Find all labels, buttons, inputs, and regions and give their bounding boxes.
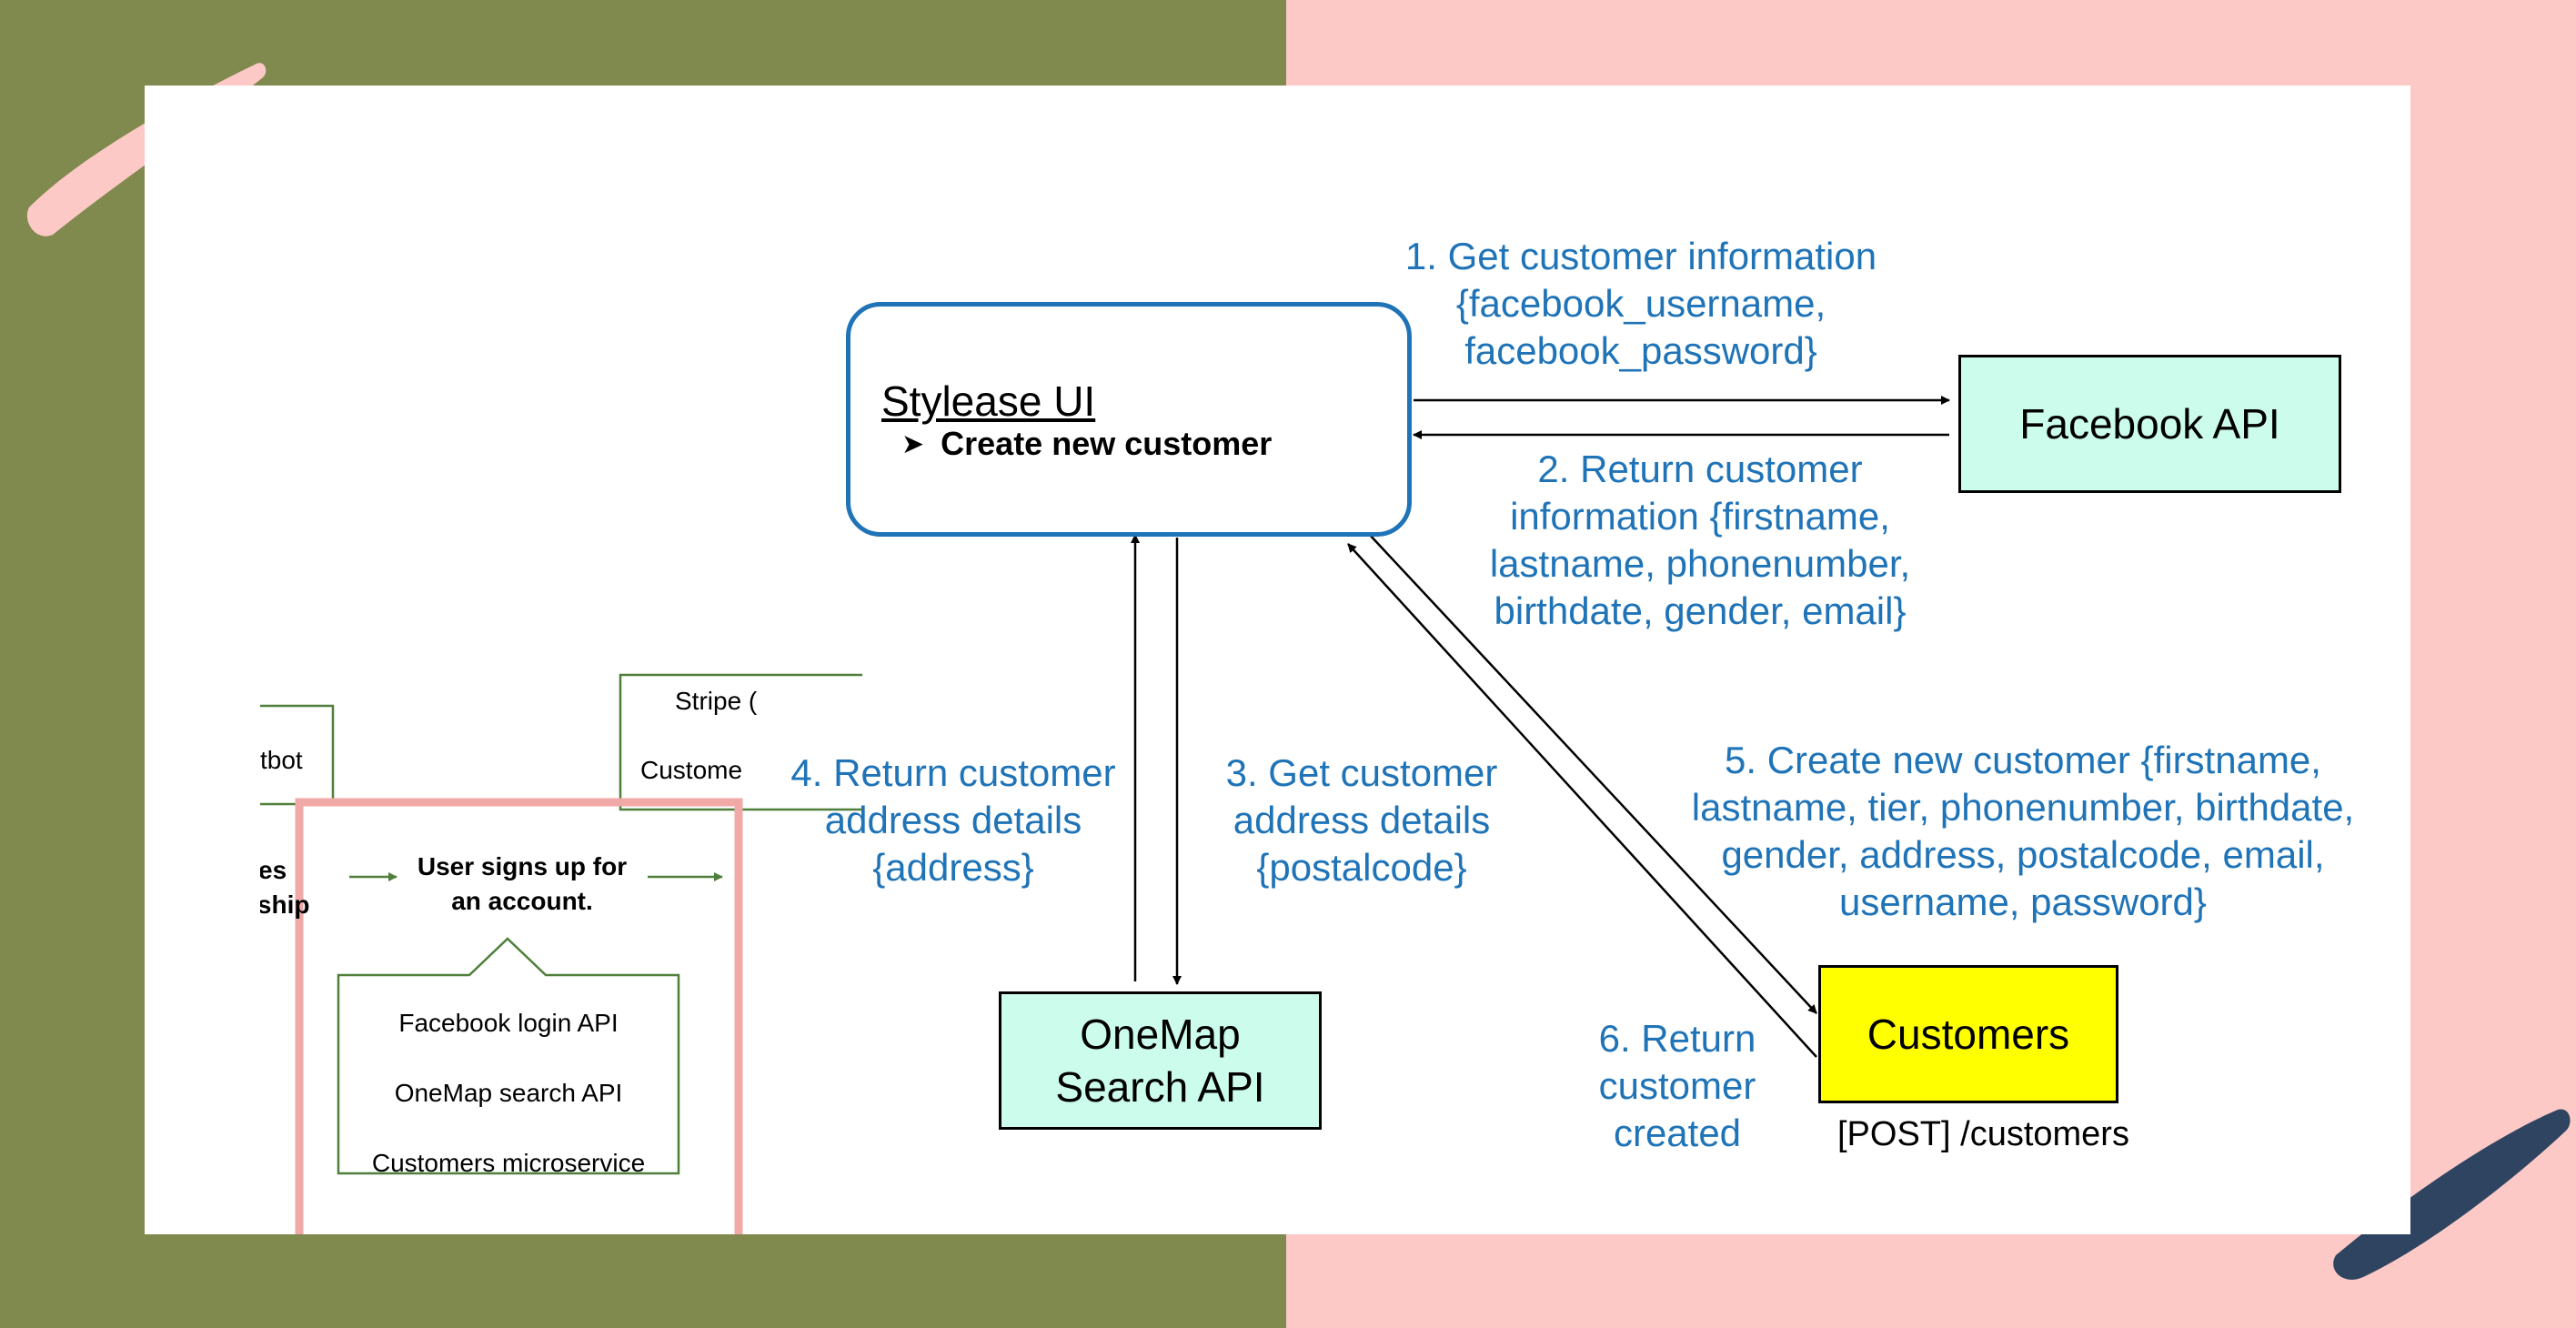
arrow-customers-to-ui <box>1347 543 1817 1058</box>
step3-line: address details <box>1233 799 1491 841</box>
step6-line: customer <box>1598 1064 1756 1107</box>
navy-brush-stroke <box>2333 1109 2571 1280</box>
stylease-ui-title: Stylease UI <box>881 377 1096 425</box>
customers-endpoint: [POST] /customers <box>1837 1115 2129 1153</box>
step4-label: 4. Return customer address details {addr… <box>776 750 1131 891</box>
thumb-services-list: Facebook login API OneMap search API Cus… <box>338 988 679 1198</box>
customers-box: Customers <box>1818 965 2118 1103</box>
step3-label: 3. Get customer address details {postalc… <box>1184 750 1539 891</box>
slide: Stylease UI ➤ Create new customer Facebo… <box>145 86 2410 1234</box>
step6-line: 6. Return <box>1598 1017 1756 1060</box>
thumb-left-fragment-2: rship <box>260 890 310 919</box>
step1-line: 1. Get customer information <box>1404 235 1877 277</box>
step1-line: facebook_password} <box>1464 329 1817 372</box>
step2-line: 2. Return customer <box>1537 448 1863 490</box>
thumb-chatbot-fragment: tbot <box>260 746 303 774</box>
step3-line: {postalcode} <box>1256 846 1467 889</box>
onemap-line1: OneMap <box>1080 1011 1241 1058</box>
step5-line: lastname, tier, phonenumber, birthdate, <box>1691 786 2355 829</box>
create-customer-label: Create new customer <box>941 425 1273 462</box>
customers-label: Customers <box>1867 1011 2070 1058</box>
thumb-service-item: Customers microservice <box>371 1149 646 1177</box>
step1-label: 1. Get customer information {facebook_us… <box>1373 233 1909 375</box>
step5-line: 5. Create new customer {firstname, <box>1725 739 2321 781</box>
step3-line: 3. Get customer <box>1225 751 1498 794</box>
thumb-step-title: User signs up for an account. <box>402 850 642 919</box>
thumbnail-shapes <box>260 673 862 1234</box>
facebook-api-label: Facebook API <box>2019 400 2280 448</box>
thumb-service-item: OneMap search API <box>394 1079 623 1107</box>
create-customer-bullet: ➤ Create new customer <box>901 425 1272 463</box>
connector-arrows <box>1131 396 1950 1058</box>
onemap-line2: Search API <box>1055 1063 1265 1111</box>
onemap-api-box: OneMap Search API <box>999 991 1322 1130</box>
step2-line: lastname, phonenumber, <box>1489 542 1911 585</box>
thumbnail-inset: tbot Stripe ( Custome es rship User sign… <box>260 577 862 1234</box>
thumb-step-title-line: an account. <box>451 887 593 915</box>
arrow-ui-to-customers <box>1367 532 1817 1014</box>
step2-line: information {firstname, <box>1510 495 1890 538</box>
stylease-ui-box: Stylease UI ➤ Create new customer <box>846 302 1412 537</box>
step6-line: created <box>1613 1112 1742 1154</box>
facebook-api-box: Facebook API <box>1958 355 2341 493</box>
thumb-step-title-line: User signs up for <box>417 852 628 880</box>
step4-line: address details <box>824 799 1082 841</box>
step2-label: 2. Return customer information {firstnam… <box>1432 446 1968 635</box>
thumb-left-fragment-1: es <box>260 856 287 884</box>
arrow-bullet-icon: ➤ <box>901 428 925 459</box>
thumb-customer-fragment: Custome <box>640 756 743 784</box>
thumb-service-item: Facebook login API <box>398 1009 619 1037</box>
thumb-services-callout <box>337 937 680 1175</box>
step6-label: 6. Return customer created <box>1573 1015 1782 1157</box>
step4-line: {address} <box>872 846 1034 889</box>
step2-line: birthdate, gender, email} <box>1494 589 1907 632</box>
pink-highlight-frame <box>295 798 743 1234</box>
step4-line: 4. Return customer <box>790 751 1116 794</box>
step5-line: username, password} <box>1839 880 2207 923</box>
step1-line: {facebook_username, <box>1455 282 1826 325</box>
step5-line: gender, address, postalcode, email, <box>1721 833 2325 876</box>
thumb-stripe-fragment: Stripe ( <box>675 687 758 715</box>
step5-label: 5. Create new customer {firstname, lastn… <box>1655 737 2391 926</box>
